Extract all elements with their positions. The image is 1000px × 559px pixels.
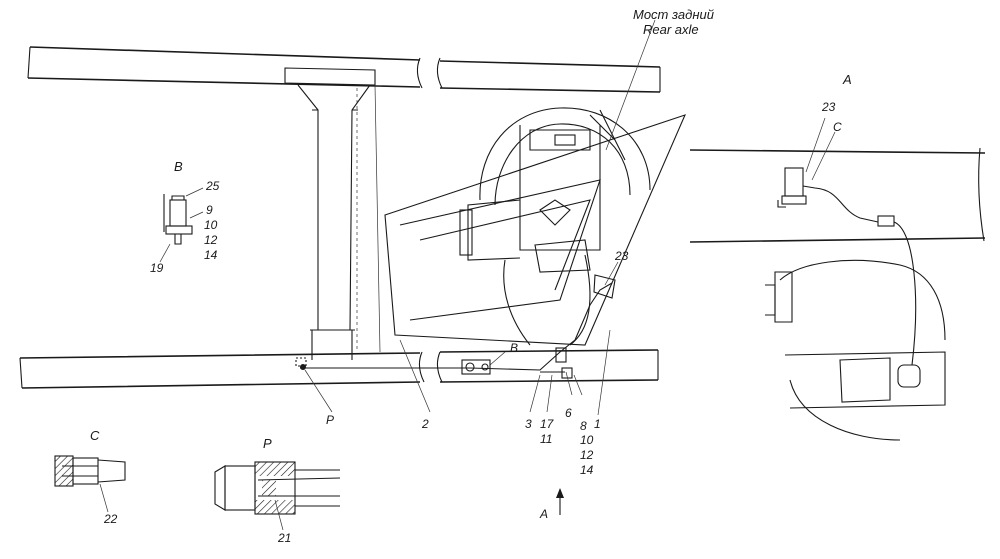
callout-8: 8 [580,419,587,433]
view-P-callout-21: 21 [277,531,291,545]
rear-axle-label-ru: Мост задний [633,7,714,22]
callout-3: 3 [525,417,532,431]
view-A-callout-C: C [833,120,842,134]
view-B-callout-12: 12 [204,233,218,247]
view-P-title: P [263,436,272,451]
view-C-callout-22: 22 [103,512,118,526]
view-P-detail [214,461,341,531]
main-leaders [304,261,619,416]
view-C-detail [54,455,126,513]
view-B-callout-9: 9 [206,203,213,217]
callout-11: 11 [540,432,552,446]
brake-line [295,274,616,379]
view-C-title: C [90,428,100,443]
view-B-title: B [174,159,183,174]
callout-14-main: 14 [580,463,594,477]
view-B-callout-25: 25 [205,179,220,193]
callout-10-main: 10 [580,433,594,447]
frame-lower-rail [19,349,659,389]
view-B-callout-14: 14 [204,248,218,262]
rear-axle [459,19,656,346]
view-A-title: A [842,72,852,87]
callout-23-main: 23 [614,249,629,263]
callout-12-main: 12 [580,448,594,462]
callout-P-main: P [326,413,334,427]
callout-6: 6 [565,406,572,420]
view-A-callout-23: 23 [821,100,836,114]
frame-upper-rail [27,46,661,93]
callout-17: 17 [540,417,555,431]
view-B-callout-19: 19 [150,261,164,275]
callout-1: 1 [594,417,601,431]
view-arrow-A [556,488,564,515]
view-B-callout-10: 10 [204,218,218,232]
view-arrow-A-label: A [539,507,548,521]
frame-crossmember [284,67,381,360]
leader-rear-axle [605,19,656,151]
direction-symbol [384,114,686,346]
view-A-detail [689,117,986,441]
callout-B-main: B [510,341,518,355]
rear-axle-label-en: Rear axle [643,22,699,37]
callout-2: 2 [421,417,429,431]
view-B-detail [159,187,204,263]
